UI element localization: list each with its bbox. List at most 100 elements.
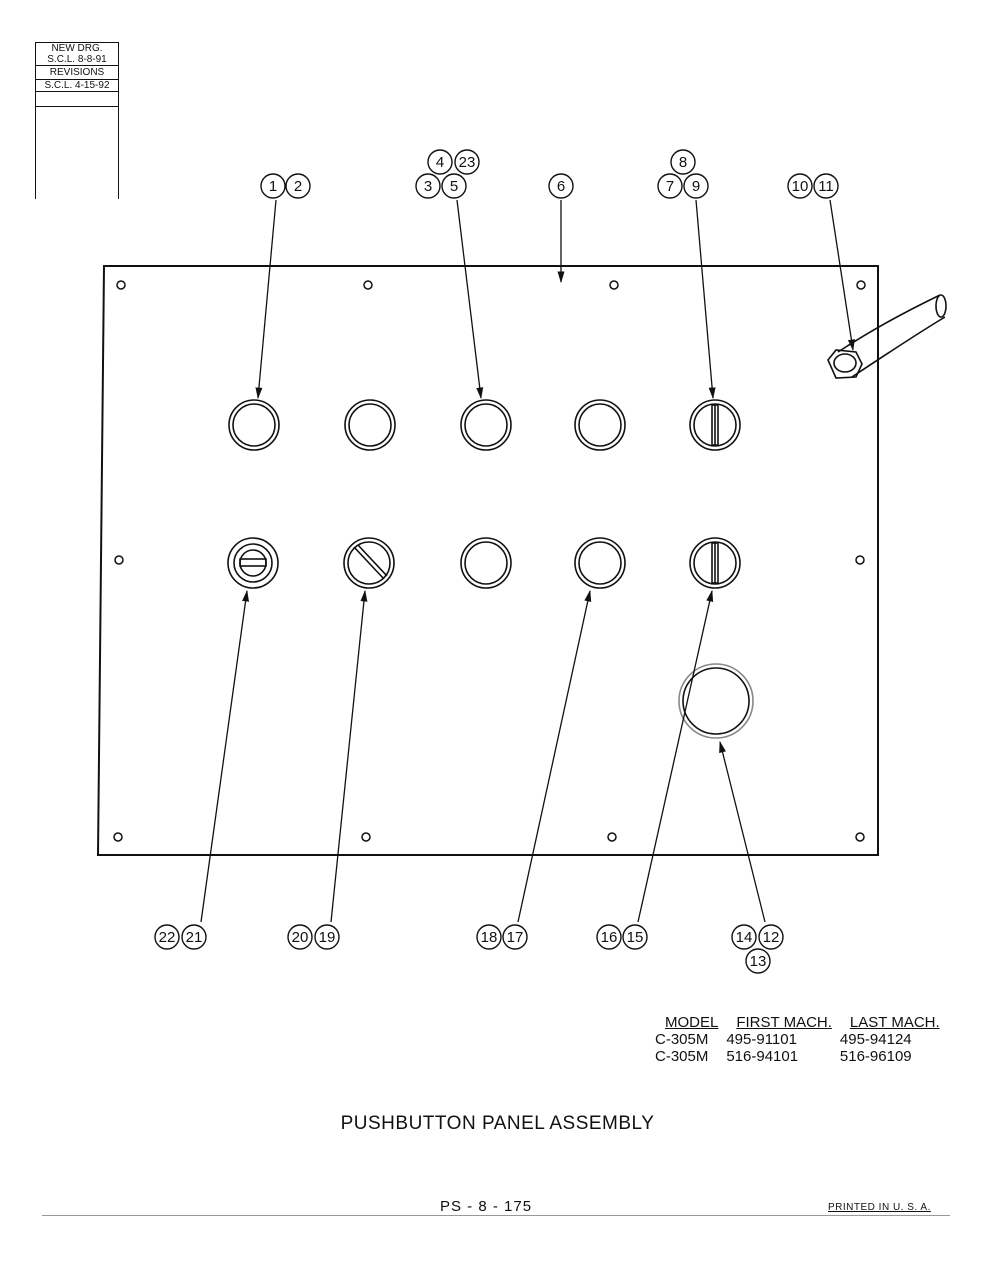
leader-5 xyxy=(456,199,484,400)
model-cell: C-305M xyxy=(655,1048,709,1065)
svg-text:15: 15 xyxy=(627,929,644,946)
callout-balloons: 1 2 4 23 3 5 6 8 7 9 10 11 22 21 20 19 1… xyxy=(154,149,839,974)
svg-text:8: 8 xyxy=(679,154,687,171)
new-drg-label: NEW DRG. xyxy=(51,43,103,54)
cable-connector xyxy=(827,294,947,379)
selector-switch-diagonal xyxy=(343,537,395,589)
selector-switch-horizontal xyxy=(227,537,279,589)
drawing-title: PUSHBUTTON PANEL ASSEMBLY xyxy=(340,1113,655,1134)
svg-text:23: 23 xyxy=(459,154,476,171)
balloon-22: 22 xyxy=(154,924,180,950)
revision-empty-row xyxy=(36,92,118,107)
svg-text:21: 21 xyxy=(186,929,203,946)
balloon-11: 11 xyxy=(813,173,839,199)
selector-switch-top xyxy=(689,399,741,451)
mounting-hole xyxy=(116,280,126,290)
balloon-1: 1 xyxy=(260,173,286,199)
pushbutton-bottom-4 xyxy=(574,537,626,589)
svg-text:17: 17 xyxy=(507,929,524,946)
drawing-number: PS - 8 - 175 xyxy=(440,1198,533,1215)
panel-outline xyxy=(96,265,879,856)
balloon-20: 20 xyxy=(287,924,313,950)
balloon-12: 12 xyxy=(758,924,784,950)
balloon-17: 17 xyxy=(502,924,528,950)
mounting-hole xyxy=(363,280,373,290)
balloon-14: 14 xyxy=(731,924,757,950)
svg-text:12: 12 xyxy=(763,929,780,946)
header-last-mach: LAST MACH. xyxy=(849,1014,940,1031)
leader-15 xyxy=(637,589,714,923)
svg-text:3: 3 xyxy=(424,178,432,195)
header-model: MODEL xyxy=(665,1014,719,1031)
mounting-hole xyxy=(855,555,865,565)
mounting-hole xyxy=(114,555,124,565)
leader-9 xyxy=(695,199,716,400)
balloon-16: 16 xyxy=(596,924,622,950)
revision-entry: S.C.L. 4-15-92 xyxy=(36,80,118,92)
leader-12 xyxy=(719,740,766,923)
connector-nut xyxy=(827,349,863,379)
pushbutton-top-1 xyxy=(228,399,280,451)
balloon-8: 8 xyxy=(670,149,696,175)
leader-19 xyxy=(330,589,368,923)
balloon-5: 5 xyxy=(441,173,467,199)
svg-text:14: 14 xyxy=(736,929,753,946)
leader-lines xyxy=(200,199,855,923)
mounting-hole xyxy=(856,280,866,290)
first-mach-cell: 516-94101 xyxy=(726,1048,799,1065)
balloon-21: 21 xyxy=(181,924,207,950)
svg-text:20: 20 xyxy=(292,929,309,946)
footer-rule xyxy=(42,1215,950,1216)
pushbutton-top-4 xyxy=(574,399,626,451)
cable xyxy=(837,294,946,378)
header-first-mach: FIRST MACH. xyxy=(736,1014,832,1031)
svg-text:4: 4 xyxy=(436,154,444,171)
svg-text:19: 19 xyxy=(319,929,336,946)
mounting-hole xyxy=(609,280,619,290)
selector-switch-bottom xyxy=(689,537,741,589)
svg-text:6: 6 xyxy=(557,178,565,195)
svg-text:13: 13 xyxy=(750,953,767,970)
first-mach-cell: 495-91101 xyxy=(726,1031,797,1048)
model-table-header: MODEL FIRST MACH. LAST MACH. xyxy=(655,1014,948,1031)
cable-end xyxy=(935,294,947,318)
balloon-7: 7 xyxy=(657,173,683,199)
balloon-6: 6 xyxy=(548,173,574,199)
svg-text:10: 10 xyxy=(792,178,809,195)
svg-text:1: 1 xyxy=(269,178,277,195)
leader-21 xyxy=(200,589,250,923)
pushbutton-bottom-3 xyxy=(460,537,512,589)
balloon-4: 4 xyxy=(427,149,453,175)
svg-text:7: 7 xyxy=(666,178,674,195)
svg-text:22: 22 xyxy=(159,929,176,946)
leader-17 xyxy=(517,589,592,923)
balloon-3: 3 xyxy=(415,173,441,199)
leader-11 xyxy=(829,199,855,352)
balloon-18: 18 xyxy=(476,924,502,950)
model-table: MODEL FIRST MACH. LAST MACH. C-305M 495-… xyxy=(655,1014,948,1065)
model-cell: C-305M xyxy=(655,1031,709,1048)
table-row: C-305M 495-91101 495-94124 xyxy=(655,1031,948,1048)
pushbutton-top-2 xyxy=(344,399,396,451)
balloon-23: 23 xyxy=(454,149,480,175)
balloon-15: 15 xyxy=(622,924,648,950)
balloon-2: 2 xyxy=(285,173,311,199)
balloon-13: 13 xyxy=(745,948,771,974)
svg-text:5: 5 xyxy=(450,178,458,195)
mounting-holes xyxy=(113,280,866,842)
leader-1 xyxy=(255,199,277,400)
balloon-10: 10 xyxy=(787,173,813,199)
new-drg-entry: S.C.L. 8-8-91 xyxy=(47,54,107,65)
svg-text:16: 16 xyxy=(601,929,618,946)
svg-text:9: 9 xyxy=(692,178,700,195)
table-row: C-305M 516-94101 516-96109 xyxy=(655,1048,948,1065)
mounting-hole xyxy=(855,832,865,842)
revisions-label: REVISIONS xyxy=(36,65,118,80)
svg-text:18: 18 xyxy=(481,929,498,946)
pushbutton-top-3 xyxy=(460,399,512,451)
svg-text:2: 2 xyxy=(294,178,302,195)
last-mach-cell: 516-96109 xyxy=(839,1048,912,1065)
mounting-hole xyxy=(113,832,123,842)
svg-text:11: 11 xyxy=(818,178,834,195)
